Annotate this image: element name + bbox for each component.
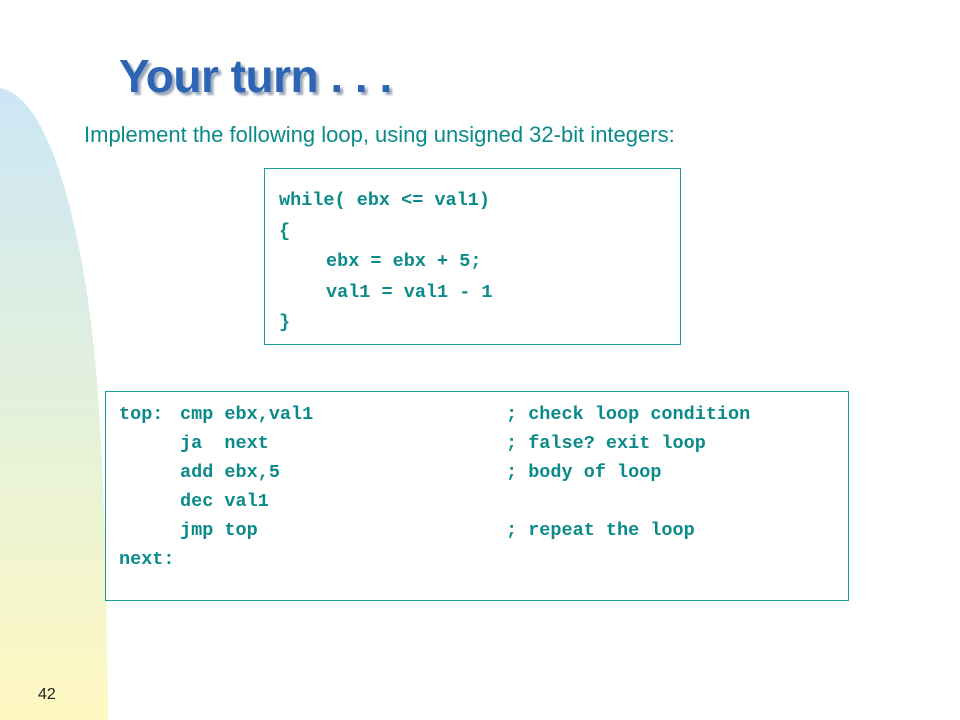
asm-code-row: next: xyxy=(119,545,848,574)
asm-label xyxy=(119,458,180,487)
asm-code-box: top: cmp ebx,val1 ; check loop condition j… xyxy=(105,391,849,601)
asm-instruction: add ebx,5 xyxy=(180,462,280,483)
asm-comment: ; false? exit loop xyxy=(506,433,706,454)
asm-instruction xyxy=(180,545,506,574)
asm-code-row: top: cmp ebx,val1 ; check loop condition xyxy=(119,400,848,429)
asm-label: top: xyxy=(119,404,164,425)
c-code-line: } xyxy=(279,312,291,333)
asm-instruction: cmp ebx,val1 xyxy=(180,404,314,425)
asm-instruction: jmp top xyxy=(180,520,258,541)
asm-comment: ; body of loop xyxy=(506,462,662,483)
page-number: 42 xyxy=(38,686,56,703)
c-code-box: while( ebx <= val1) { ebx = ebx + 5; val… xyxy=(264,168,681,345)
asm-label xyxy=(119,429,180,458)
asm-label xyxy=(119,516,180,545)
asm-instruction: ja next xyxy=(180,433,269,454)
asm-label: next: xyxy=(119,549,175,570)
c-code-text: ebx = ebx + 5; xyxy=(326,251,482,272)
asm-code-row: jmp top ; repeat the loop xyxy=(119,516,848,545)
c-code-text: val1 = val1 - 1 xyxy=(326,281,493,303)
asm-label xyxy=(119,487,180,516)
asm-code-row: ja next ; false? exit loop xyxy=(119,429,848,458)
asm-instruction: dec val1 xyxy=(180,491,269,512)
slide-title: Your turn . . . xyxy=(119,50,392,102)
asm-code-row: add ebx,5 ; body of loop xyxy=(119,458,848,487)
c-code-line: val1 = val1 - 1 xyxy=(279,278,680,309)
asm-comment: ; check loop condition xyxy=(506,404,751,425)
asm-code-row: dec val1 xyxy=(119,487,848,516)
c-code-line: ebx = ebx + 5; xyxy=(279,247,680,278)
c-code-line: { xyxy=(279,220,291,242)
asm-comment: ; repeat the loop xyxy=(506,520,695,541)
slide-subtitle: Implement the following loop, using unsi… xyxy=(84,122,675,147)
c-code-line: while( ebx <= val1) xyxy=(279,190,490,211)
